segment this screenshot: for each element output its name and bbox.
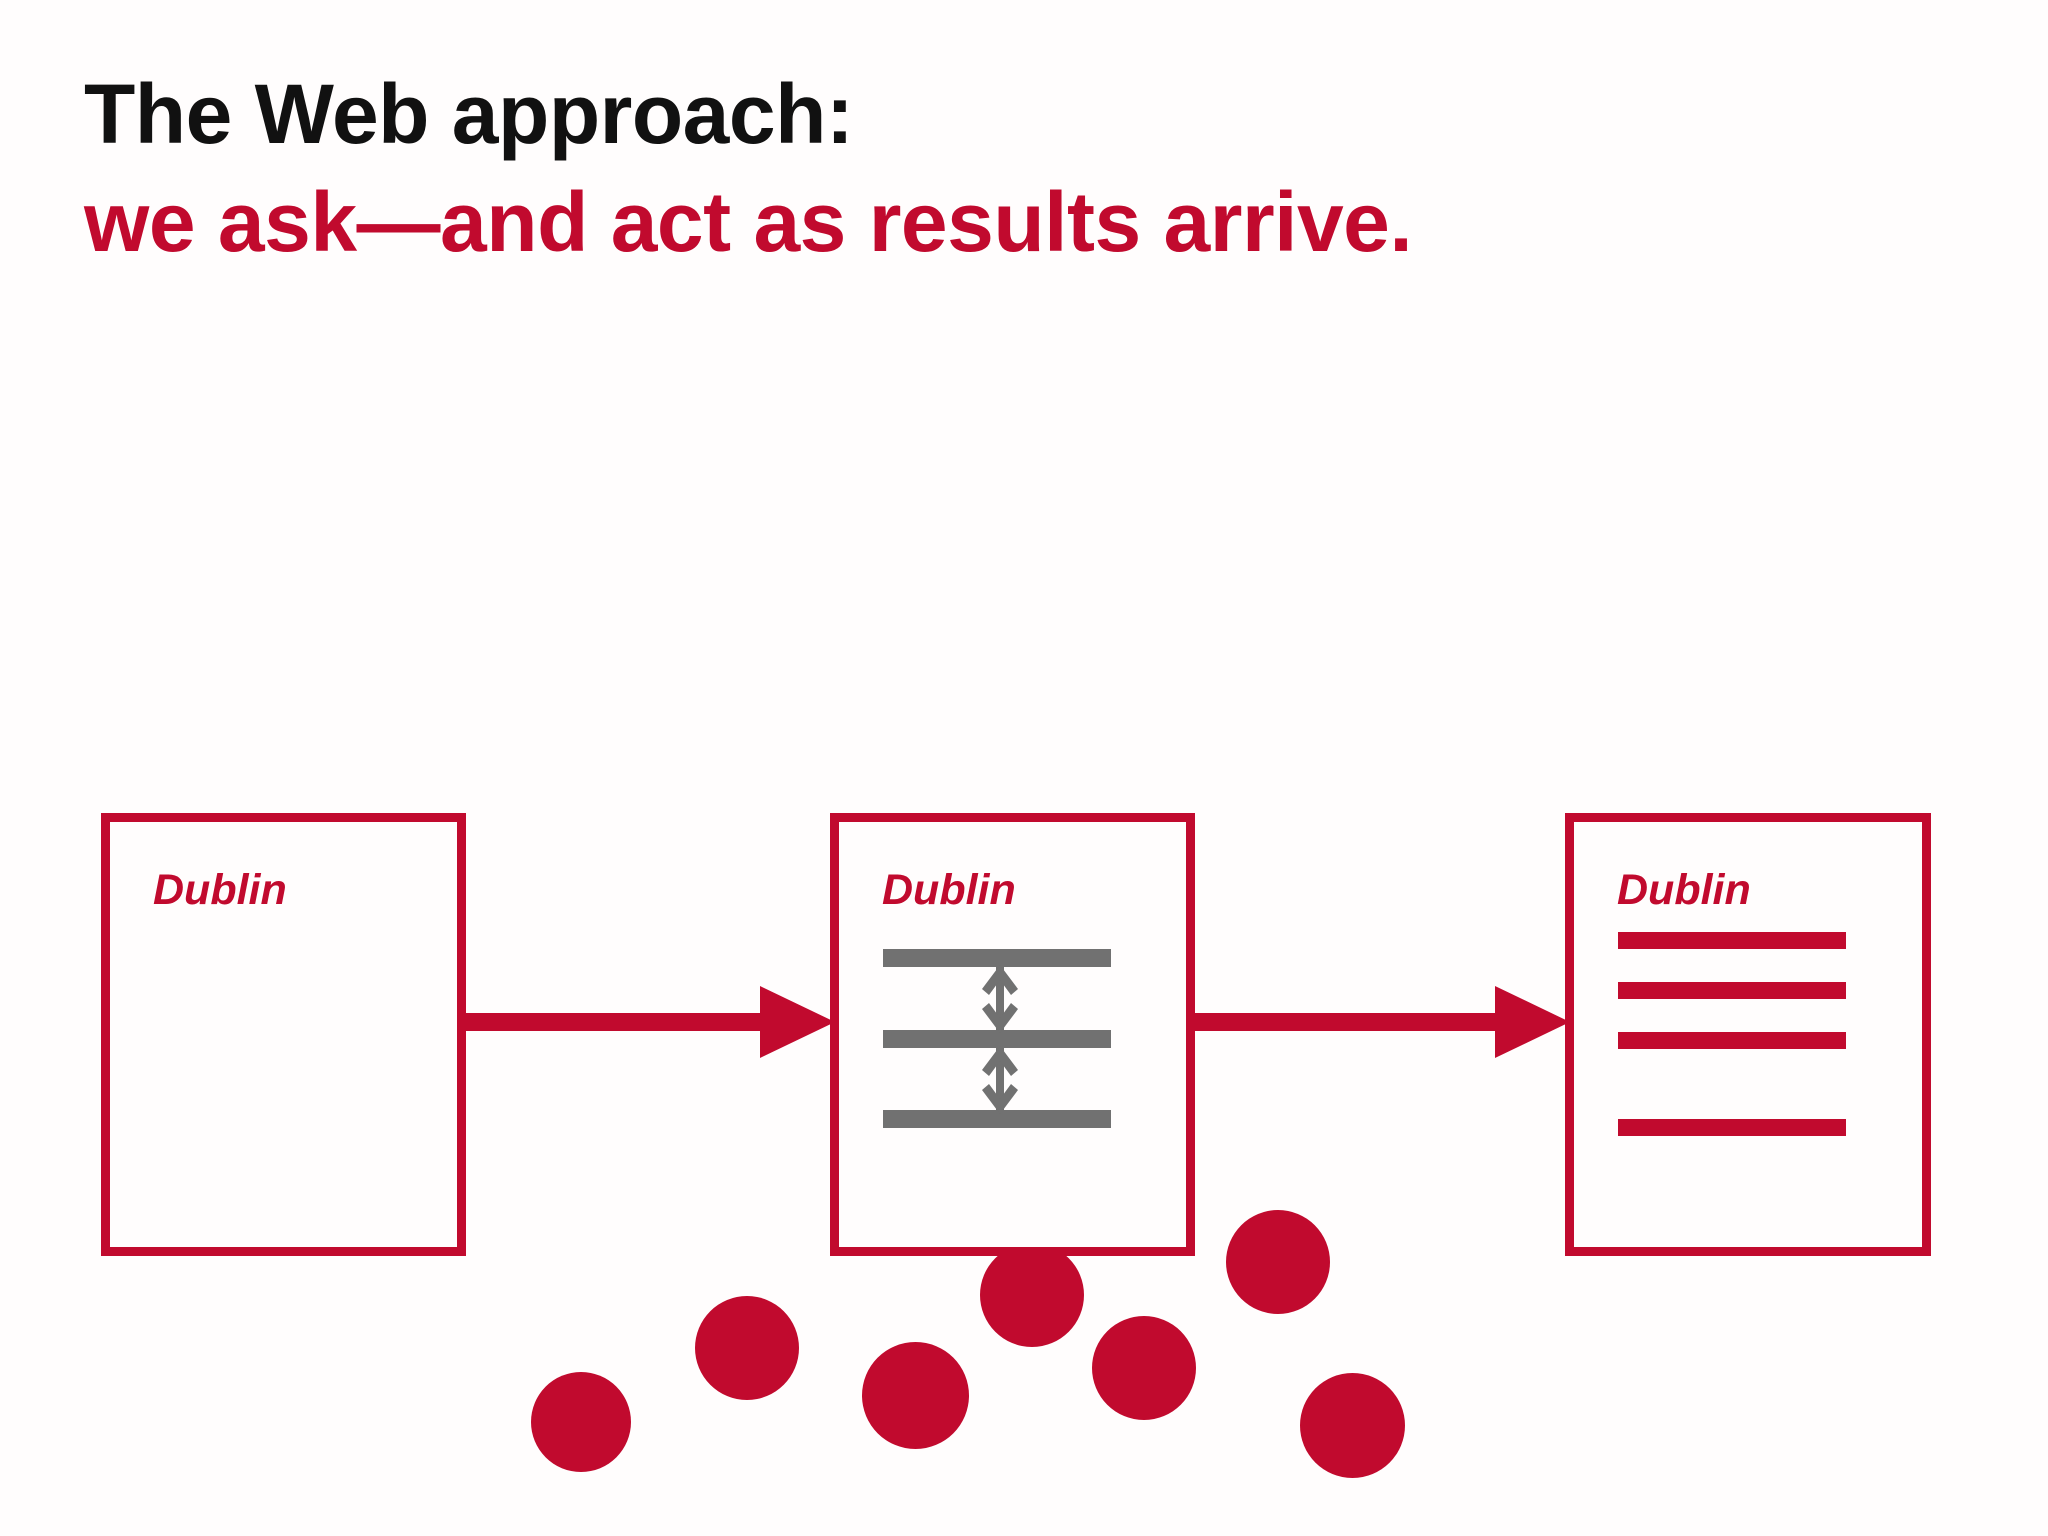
- arrow-right-icon: [1190, 986, 1570, 1058]
- result-dot: [862, 1342, 969, 1449]
- content-bar-red: [1618, 982, 1846, 999]
- arrow-right-icon: [460, 986, 835, 1058]
- vertical-double-arrow-icon: [979, 1046, 1021, 1114]
- document-label: Dublin: [882, 866, 1016, 914]
- content-bar-gray: [883, 1110, 1111, 1128]
- document-label: Dublin: [1617, 866, 1751, 914]
- result-dot: [531, 1372, 631, 1472]
- result-dot: [980, 1243, 1084, 1347]
- title-line-primary: The Web approach:: [84, 67, 854, 161]
- result-dot: [695, 1296, 799, 1400]
- double-headed-arrow-icon: [982, 965, 1018, 1033]
- document-box-query: Dublin: [101, 813, 466, 1256]
- content-bar-red: [1618, 1119, 1846, 1136]
- content-bar-red: [1618, 1032, 1846, 1049]
- double-headed-arrow-icon: [982, 1046, 1018, 1114]
- connector-arrow-box2-to-box3: [1190, 972, 1570, 1072]
- document-box-results: Dublin: [1565, 813, 1931, 1256]
- vertical-double-arrow-icon: [979, 965, 1021, 1033]
- content-bar-gray: [883, 949, 1111, 967]
- document-label: Dublin: [153, 866, 287, 914]
- connector-arrow-box1-to-box2: [460, 972, 835, 1072]
- title-line-secondary: we ask—and act as results arrive.: [84, 175, 1413, 269]
- content-bar-red: [1618, 932, 1846, 949]
- document-box-processing: Dublin: [830, 813, 1195, 1256]
- result-dot: [1092, 1316, 1196, 1420]
- result-dot: [1226, 1210, 1330, 1314]
- content-bar-gray: [883, 1030, 1111, 1048]
- page-title: The Web approach: we ask—and act as resu…: [84, 60, 1944, 276]
- result-dot: [1300, 1373, 1405, 1478]
